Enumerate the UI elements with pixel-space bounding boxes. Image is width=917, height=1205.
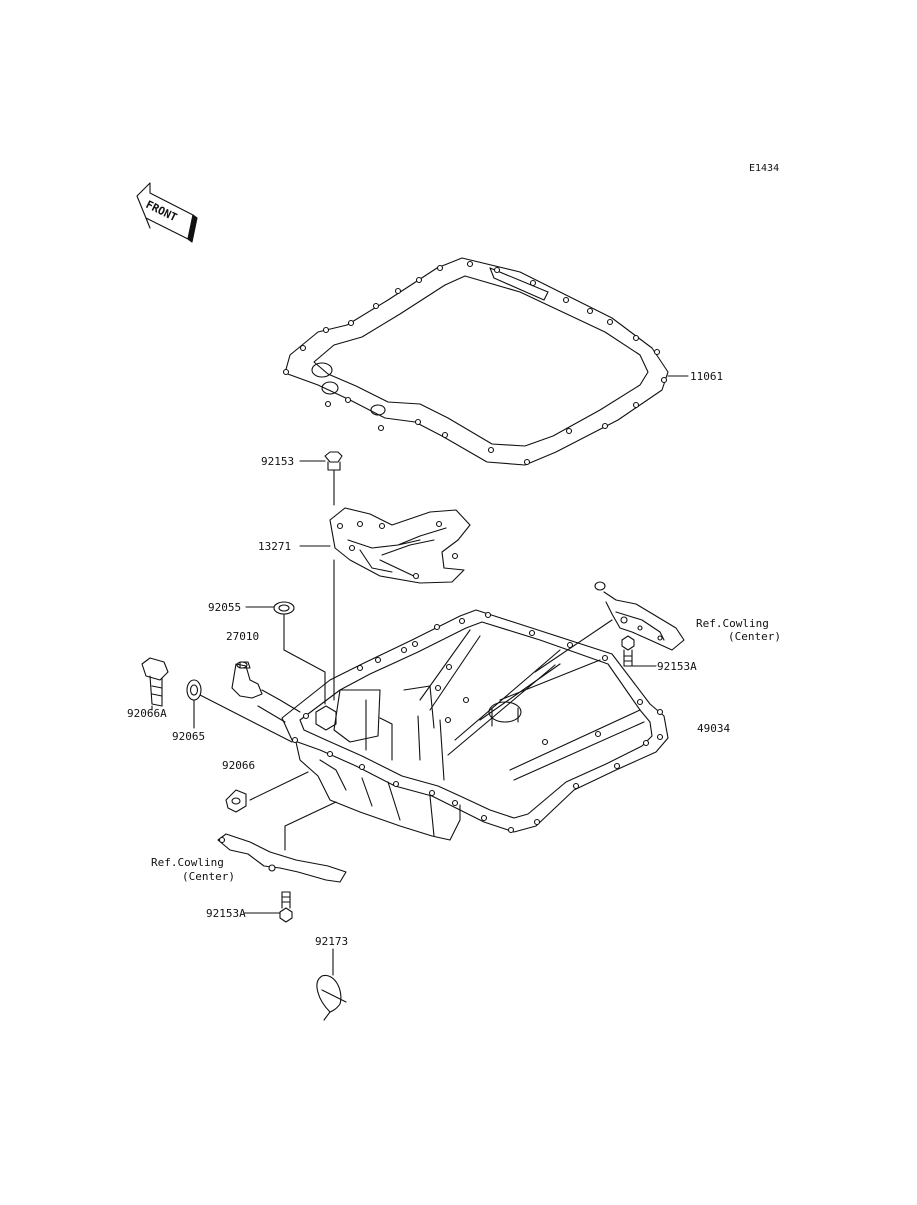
part-label-92153A-right: 92153A xyxy=(657,660,697,673)
bolt-92153A-left xyxy=(279,891,293,923)
bolt-92153A-right xyxy=(621,635,635,667)
bracket-right xyxy=(534,581,685,673)
part-label-92066: 92066 xyxy=(222,759,255,772)
part-label-92055: 92055 xyxy=(208,601,241,614)
washer-92065 xyxy=(186,679,293,743)
ref-label-right-line2: (Center) xyxy=(728,630,781,643)
ref-label-right-line1: Ref.Cowling xyxy=(696,617,769,630)
part-label-92066A: 92066A xyxy=(127,707,167,720)
leader-lines xyxy=(151,375,689,976)
nut-92066 xyxy=(225,771,309,813)
switch-27010 xyxy=(231,661,301,723)
part-label-49034: 49034 xyxy=(697,722,730,735)
gasket-11061 xyxy=(282,257,669,466)
part-label-92173: 92173 xyxy=(315,935,348,948)
part-label-92153A-left: 92153A xyxy=(206,907,246,920)
washer-92055 xyxy=(273,601,326,705)
front-label: FRONT xyxy=(144,198,180,224)
drain-plug-92066A xyxy=(141,657,169,707)
bolt-92153 xyxy=(324,451,343,506)
front-arrow-icon xyxy=(136,182,198,243)
part-label-27010: 27010 xyxy=(226,630,259,643)
ref-label-left-line2: (Center) xyxy=(182,870,235,883)
bracket-left xyxy=(217,801,347,883)
ref-label-left-line1: Ref.Cowling xyxy=(151,856,224,869)
diagram-code: E1434 xyxy=(749,163,779,174)
part-label-13271: 13271 xyxy=(258,540,291,553)
plate-13271 xyxy=(329,507,471,584)
part-label-11061: 11061 xyxy=(690,370,723,383)
oil-pan-49034 xyxy=(281,609,669,841)
clip-92173 xyxy=(316,974,347,1021)
part-label-92153: 92153 xyxy=(261,455,294,468)
part-label-92065: 92065 xyxy=(172,730,205,743)
